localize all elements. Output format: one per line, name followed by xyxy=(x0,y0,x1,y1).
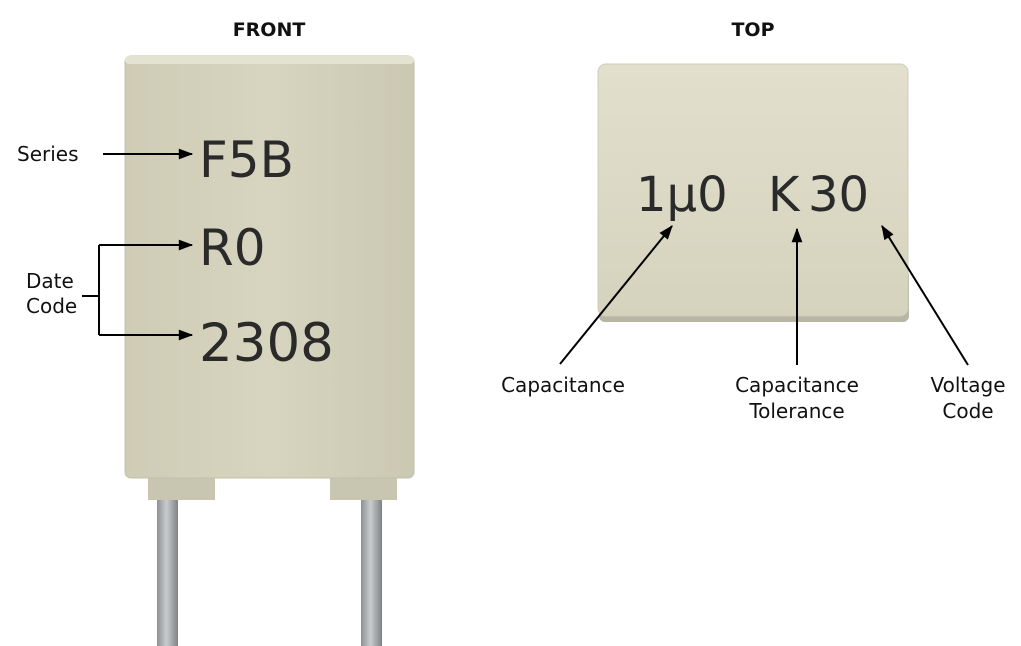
front-body xyxy=(124,55,415,479)
series-label: Series xyxy=(17,142,79,166)
front-view-heading: FRONT xyxy=(233,19,306,41)
date-code-label-line2: Code xyxy=(26,294,77,318)
capacitance-label: Capacitance xyxy=(501,373,625,397)
top-capacitor: 1µ0 K 30 xyxy=(597,63,909,322)
top-marking-capacitance: 1µ0 xyxy=(636,167,728,223)
front-marking-series: F5B xyxy=(199,131,294,189)
front-marking-date-line2: 2308 xyxy=(199,313,334,374)
voltage-code-arrow xyxy=(881,224,969,366)
top-marking-voltage: 30 xyxy=(808,167,869,223)
top-view-heading: TOP xyxy=(731,19,774,41)
date-code-bracket xyxy=(82,239,194,341)
front-lead-right xyxy=(361,492,382,646)
capacitance-arrow xyxy=(559,225,673,365)
front-body-top-edge xyxy=(125,56,414,64)
date-code-label-line1: Date xyxy=(26,269,74,293)
capacitance-tolerance-label-line1: Capacitance xyxy=(735,373,859,397)
top-marking-tolerance: K xyxy=(768,167,801,223)
voltage-code-label-line1: Voltage xyxy=(930,373,1005,397)
front-marking-date-line1: R0 xyxy=(199,219,266,277)
front-capacitor: F5B R0 2308 xyxy=(124,55,415,646)
front-lead-left xyxy=(157,492,178,646)
voltage-code-label-line2: Code xyxy=(942,399,993,423)
capacitance-tolerance-label-line2: Tolerance xyxy=(748,399,844,423)
top-body xyxy=(597,63,909,317)
